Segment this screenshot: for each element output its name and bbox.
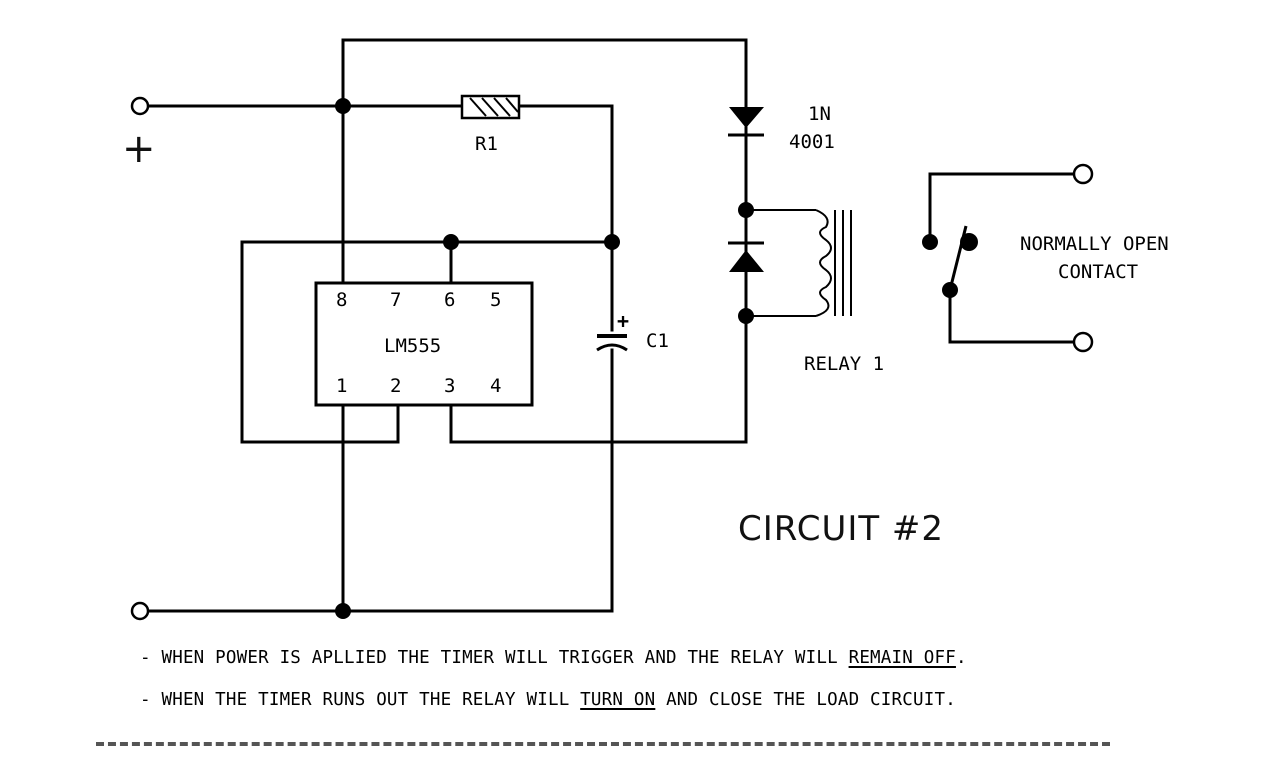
capacitor-c1 <box>596 334 628 352</box>
wire-trigger-loop <box>240 240 614 444</box>
contact-label-line2: CONTACT <box>1058 261 1138 283</box>
note-emphasis: TURN ON <box>580 690 656 710</box>
wire-r1-to-cap <box>517 104 614 332</box>
wire-cap-to-ground <box>146 348 614 613</box>
pin-label: 2 <box>390 375 401 397</box>
pin-label: 3 <box>444 375 455 397</box>
contact-label-line1: NORMALLY OPEN <box>1020 233 1169 255</box>
diode-label-line2: 4001 <box>789 131 835 153</box>
capacitor-label: C1 <box>646 330 669 352</box>
contact-terminal-bottom <box>1072 331 1094 353</box>
timer-ic-label: LM555 <box>384 335 441 357</box>
wire-pin3-to-relay <box>449 316 748 444</box>
note-power-applied: - WHEN POWER IS APLLIED THE TIMER WILL T… <box>140 648 967 668</box>
circuit-title: CIRCUIT #2 <box>738 509 944 549</box>
diode-1n4001 <box>728 107 764 140</box>
contact-terminal-top <box>1072 163 1094 185</box>
junction-dot <box>443 234 459 250</box>
wire-top-loop <box>341 38 748 109</box>
negative-terminal <box>130 601 150 621</box>
junction-dot <box>335 98 351 114</box>
junctions <box>335 98 754 619</box>
note-emphasis: REMAIN OFF <box>848 648 956 668</box>
resistor-r1 <box>460 94 521 120</box>
wire-contact-bottom <box>948 288 1075 344</box>
dashed-divider <box>96 742 1110 746</box>
pin-label: 5 <box>490 289 501 311</box>
flyback-diode <box>728 241 764 316</box>
pin-label: 7 <box>390 289 401 311</box>
positive-terminal <box>130 96 150 116</box>
pin-label: 8 <box>336 289 347 311</box>
relay-coil <box>815 209 852 317</box>
pin-label: 6 <box>444 289 455 311</box>
junction-dot <box>738 202 754 218</box>
junction-dot <box>335 603 351 619</box>
relay-label: RELAY 1 <box>804 353 884 375</box>
pin-label: 4 <box>490 375 501 397</box>
timer-ic-body <box>314 281 534 407</box>
note-timer-runs-out: - WHEN THE TIMER RUNS OUT THE RELAY WILL… <box>140 690 956 710</box>
note-text: - WHEN POWER IS APLLIED THE TIMER WILL T… <box>140 648 849 668</box>
pin-label: 1 <box>336 375 347 397</box>
positive-symbol: + <box>122 126 157 172</box>
note-suffix: AND CLOSE THE LOAD CIRCUIT. <box>655 690 956 710</box>
wire-contact-top <box>928 172 1075 244</box>
note-suffix: . <box>955 648 967 668</box>
capacitor-polarity: + <box>617 309 629 333</box>
junction-dot <box>604 234 620 250</box>
diode-label-line1: 1N <box>808 103 831 125</box>
relay-contact <box>922 225 978 298</box>
resistor-label: R1 <box>475 133 498 155</box>
note-text: - WHEN THE TIMER RUNS OUT THE RELAY WILL <box>140 690 581 710</box>
